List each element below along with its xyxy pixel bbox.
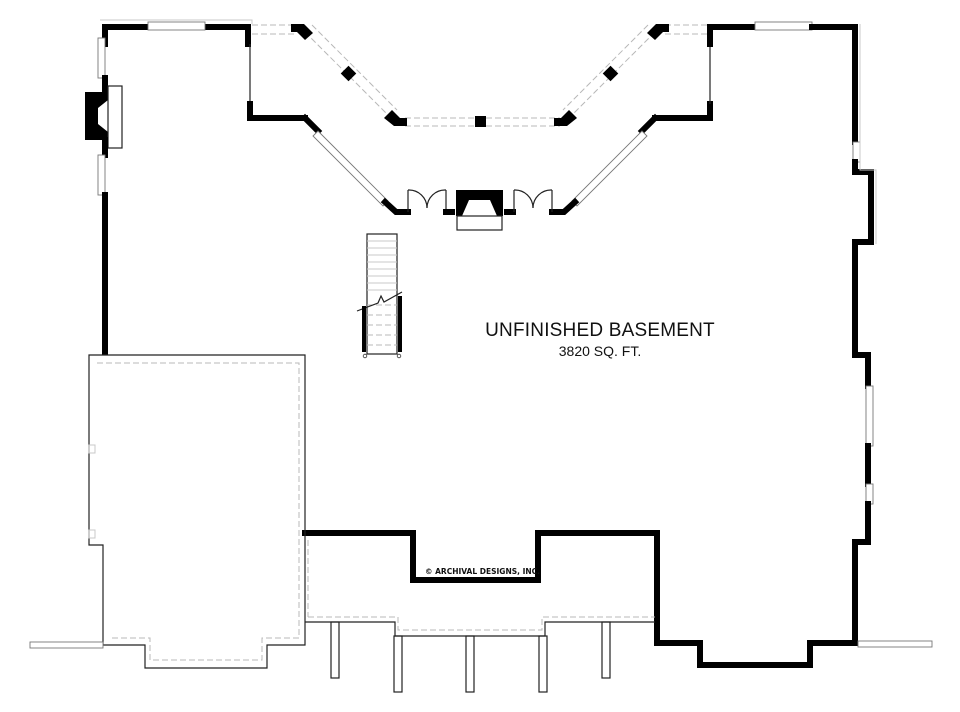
staircase[interactable] (356, 233, 403, 359)
french-door-left[interactable] (407, 189, 447, 212)
southeast-wing-walls (302, 530, 933, 668)
center-bay (252, 24, 710, 231)
rear-porch (305, 540, 655, 693)
garage-outline (29, 354, 306, 669)
porch-post (465, 635, 475, 693)
porch-post (393, 635, 403, 693)
porch-post (330, 621, 340, 679)
window (312, 130, 389, 207)
window (754, 21, 813, 31)
porch-post (601, 621, 611, 679)
window (97, 37, 106, 79)
column (291, 24, 313, 40)
fireplace (85, 92, 108, 140)
column (554, 110, 577, 126)
window (571, 130, 648, 207)
northwest-wing-walls (85, 19, 308, 355)
column (340, 65, 357, 82)
patio-slab (29, 641, 104, 649)
column (647, 24, 669, 40)
window (865, 385, 874, 447)
copyright-notice: © ARCHIVAL DESIGNS, INC. (425, 567, 541, 576)
french-door-right[interactable] (513, 189, 553, 212)
room-name-label: UNFINISHED BASEMENT (485, 320, 715, 341)
window (97, 154, 106, 196)
northeast-wing-walls (652, 21, 877, 646)
column (384, 110, 407, 126)
patio-slab (857, 640, 933, 648)
porch-post (538, 635, 548, 693)
column (475, 116, 486, 127)
window (147, 21, 206, 31)
column (602, 65, 619, 82)
center-fireplace (456, 190, 503, 216)
room-area-label: 3820 SQ. FT. (558, 343, 642, 359)
